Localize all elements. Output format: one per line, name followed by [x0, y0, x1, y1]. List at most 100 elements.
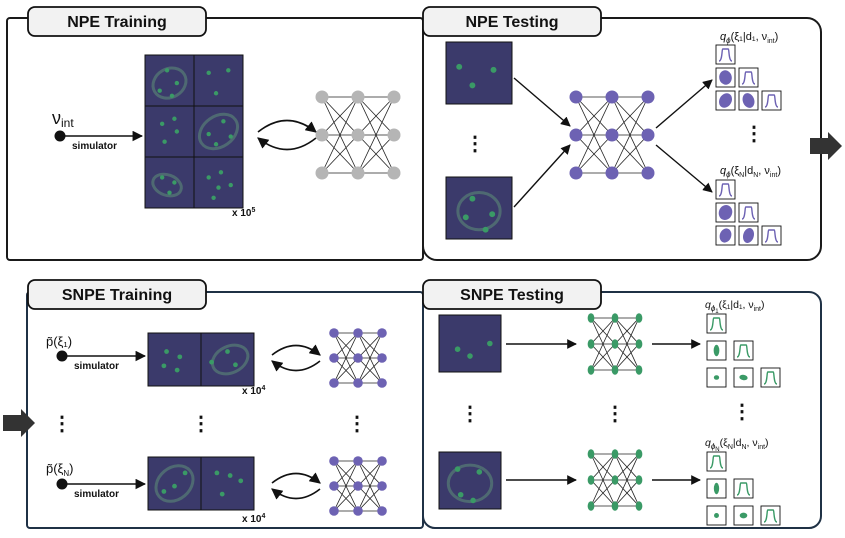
network-node	[353, 353, 363, 363]
snpe-training-title: SNPE Training	[62, 287, 172, 304]
network-edge	[333, 460, 359, 512]
network-node	[377, 506, 387, 516]
network-node	[605, 128, 619, 142]
posterior-blob	[713, 375, 720, 380]
simulation-panel	[144, 105, 195, 158]
source-dot	[172, 116, 177, 121]
cycle-arrow-bottom	[257, 137, 317, 151]
network-node	[641, 128, 655, 142]
source-dot	[228, 134, 233, 139]
npe-corner-plots	[715, 44, 782, 246]
network-node	[315, 128, 329, 142]
network-node	[611, 365, 619, 375]
snpe-ellipsis-left: ⋮	[52, 413, 72, 435]
source-dot	[219, 491, 225, 497]
network-node	[377, 378, 387, 388]
tile-frame	[760, 367, 781, 388]
snpe-corner-plots	[706, 313, 781, 526]
tile-frame	[738, 202, 759, 223]
obs-to-net-arrow-first	[513, 77, 571, 127]
tile-frame	[761, 225, 782, 246]
snpe-networks-purple	[329, 328, 387, 516]
network-edge	[575, 134, 613, 174]
network-node	[641, 166, 655, 180]
source-dot	[206, 70, 211, 76]
network-edge	[333, 332, 359, 359]
source-dot	[169, 93, 175, 99]
prior-first-label: p̃(ξ₁)	[46, 334, 72, 349]
npe-testing-title: NPE Testing	[465, 14, 558, 31]
network-node	[605, 166, 619, 180]
network-edge	[333, 460, 359, 487]
snpe-simulation-pairs	[147, 332, 255, 511]
network-node	[387, 166, 401, 180]
network-edge	[357, 96, 395, 136]
simulation-grid	[144, 54, 244, 209]
source-dot	[161, 363, 167, 369]
network-node	[569, 128, 583, 142]
network-edge	[614, 317, 640, 345]
source-dot	[233, 362, 238, 368]
marginal-curve	[736, 344, 751, 358]
marginal-curve	[736, 482, 751, 496]
snpe-posterior-last-label: qϕN(ξN|dN, νint)	[705, 437, 769, 453]
posterior-blob	[739, 374, 748, 381]
arc-ring	[151, 172, 183, 198]
source-dot	[218, 170, 224, 175]
network-edge	[357, 460, 383, 512]
network-node	[635, 365, 643, 375]
net-to-post-arrow-first	[655, 79, 713, 129]
network-node	[641, 90, 655, 104]
network-node	[611, 475, 619, 485]
snpe-test-ellipsis-obs: ⋮	[460, 403, 480, 425]
snpe-test-observations	[438, 314, 502, 510]
source-dot	[221, 119, 226, 124]
npe-network-gray	[315, 90, 401, 180]
snpe-training-cycle-arrows	[271, 344, 321, 500]
network-edge	[590, 453, 616, 481]
snpe-test-ellipsis-nets: ⋮	[605, 403, 625, 425]
network-node	[315, 166, 329, 180]
marginal-curve	[741, 71, 756, 85]
network-node	[587, 501, 595, 511]
posterior-blob	[742, 93, 755, 108]
snpe-networks-green	[587, 313, 643, 511]
posterior-blob	[742, 228, 755, 243]
npe-test-ellipsis: ⋮	[465, 133, 485, 155]
network-node	[351, 128, 365, 142]
simulation-panel	[193, 156, 244, 209]
cycle-arrow-top	[271, 344, 321, 356]
simulator-label-last: simulator	[74, 489, 119, 500]
source-dot	[456, 63, 463, 70]
network-edge	[357, 485, 383, 512]
source-dot	[209, 359, 214, 365]
network-edge	[614, 317, 640, 371]
source-dot	[161, 489, 167, 494]
network-edge	[590, 479, 616, 507]
network-edge	[614, 479, 640, 507]
arc-ring	[210, 343, 250, 376]
source-dot	[489, 211, 496, 218]
snpe-test-ellipsis-post: ⋮	[732, 401, 752, 423]
network-node	[587, 339, 595, 349]
network-node	[315, 90, 329, 104]
network-node	[351, 166, 365, 180]
network-edge	[611, 96, 649, 174]
network-node	[351, 90, 365, 104]
snpe-ellipsis-panels: ⋮	[191, 413, 211, 435]
source-dot	[172, 483, 177, 489]
cycle-arrow-bottom	[271, 360, 321, 372]
snpe-training-tab	[27, 279, 207, 310]
cycle-arrow-bottom	[271, 488, 321, 500]
marginal-curve	[764, 94, 779, 108]
network-node	[377, 353, 387, 363]
source-dot	[490, 66, 497, 73]
network-node	[377, 481, 387, 491]
tile-frame	[761, 90, 782, 111]
network-edge	[590, 317, 616, 371]
network-node	[353, 506, 363, 516]
network-edge	[611, 134, 649, 174]
source-dot	[164, 68, 170, 73]
source-dot	[467, 353, 473, 359]
posterior-blob	[739, 512, 748, 519]
